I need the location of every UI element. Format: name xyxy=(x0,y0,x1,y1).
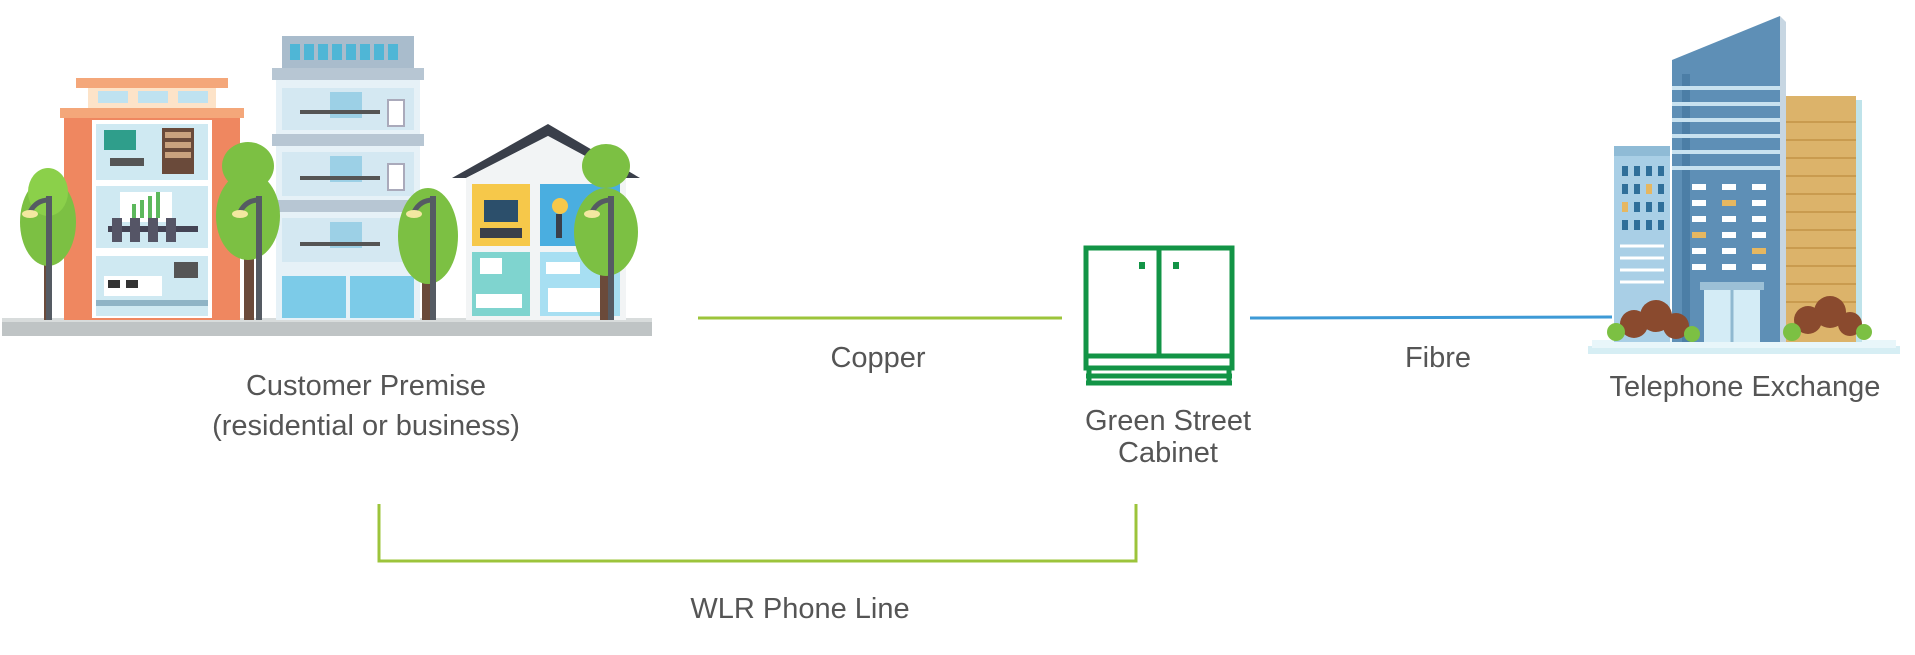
customer-premise-label: Customer Premise (residential or busines… xyxy=(166,366,566,446)
customer-premise-label-line2: (residential or business) xyxy=(212,410,520,442)
telephone-exchange-label: Telephone Exchange xyxy=(1609,371,1881,403)
fibre-line xyxy=(1249,315,1613,320)
street-cabinet-icon xyxy=(1083,245,1235,386)
cabinet-label: Green Street Cabinet xyxy=(1058,405,1278,469)
customer-premise-label-line1: Customer Premise xyxy=(245,370,487,402)
cabinet-label-line2: Cabinet xyxy=(1118,437,1218,469)
wlr-bracket xyxy=(377,504,1138,563)
copper-label: Copper xyxy=(830,342,926,374)
telephone-exchange-illustration xyxy=(1588,16,1900,354)
cabinet-label-line1: Green Street xyxy=(1084,405,1252,437)
wlr-phone-line-label: WLR Phone Line xyxy=(690,593,910,625)
fibre-label: Fibre xyxy=(1404,342,1472,374)
customer-premise-illustration xyxy=(2,36,652,336)
